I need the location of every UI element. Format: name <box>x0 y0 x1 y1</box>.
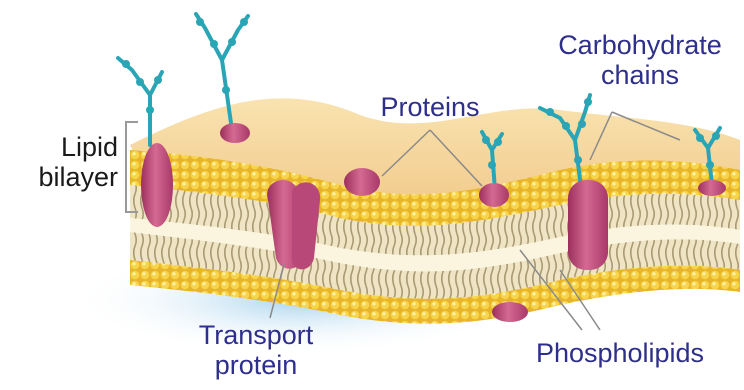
carbohydrate-chains-label-line1: Carbohydrate <box>540 30 740 60</box>
lipid-bilayer-label-line1: Lipid <box>6 132 118 162</box>
carbohydrate-chains-label-line2: chains <box>540 60 740 90</box>
lipid-bilayer-label-line2: bilayer <box>6 162 118 192</box>
proteins-label: Proteins <box>360 92 500 122</box>
transport-protein-label-line1: Transport <box>176 320 336 350</box>
transport-protein-label-line2: protein <box>176 350 336 380</box>
lipid-bilayer-label: Lipid bilayer <box>6 132 118 192</box>
carbohydrate-chains-label: Carbohydrate chains <box>540 30 740 90</box>
transport-protein-label: Transport protein <box>176 320 336 380</box>
phospholipids-label: Phospholipids <box>520 338 720 368</box>
